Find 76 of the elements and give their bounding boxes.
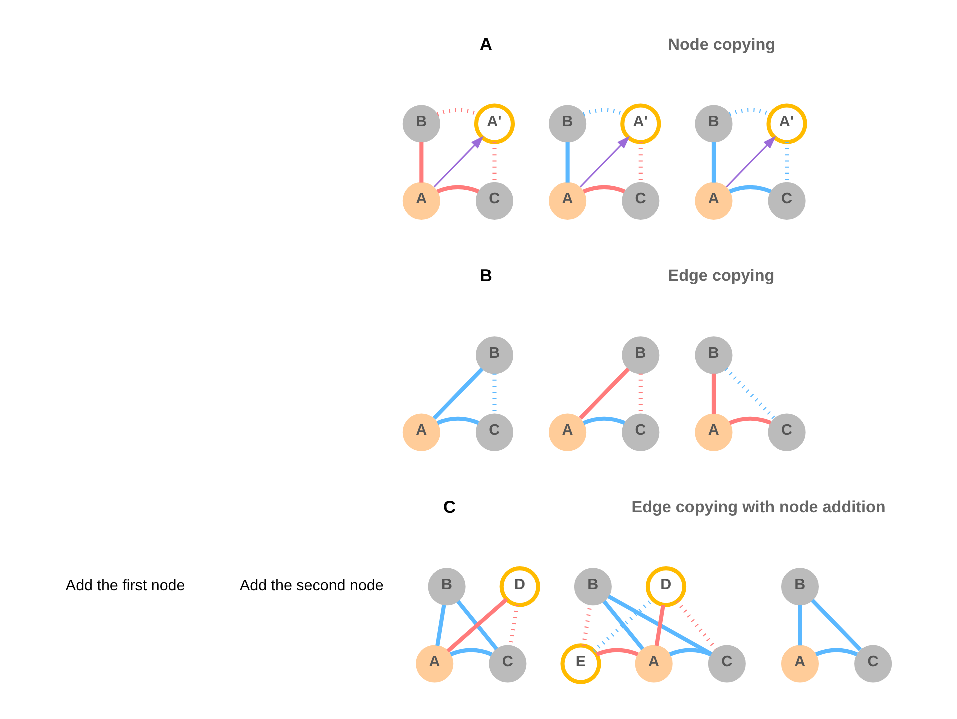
node-circle: C <box>622 414 660 452</box>
node-circle: B <box>622 336 660 374</box>
connector <box>724 368 776 420</box>
node-circle: C <box>622 182 660 220</box>
node-circle: B <box>695 336 733 374</box>
node-circle: B <box>695 105 733 143</box>
connector <box>432 368 484 420</box>
node-circle: C <box>854 645 892 683</box>
connector <box>456 600 498 651</box>
node-circle: C <box>489 645 527 683</box>
arrow <box>434 136 484 188</box>
node-circle: A <box>695 414 733 452</box>
node-circle: A' <box>474 104 516 144</box>
node-circle: A <box>695 182 733 220</box>
node-circle: A <box>549 182 587 220</box>
connector <box>436 416 480 426</box>
node-circle: C <box>768 414 806 452</box>
connector <box>815 648 858 656</box>
connector <box>638 374 643 414</box>
node-circle: D <box>646 566 687 608</box>
node-circle: A <box>781 645 820 683</box>
connector <box>602 600 645 651</box>
node-circle: A <box>635 645 673 683</box>
connector <box>436 604 446 646</box>
connector <box>608 594 713 656</box>
node-circle: C <box>476 182 514 220</box>
node-circle: A <box>402 414 440 452</box>
connector <box>669 648 712 656</box>
label: Add the second node <box>240 577 384 594</box>
connector <box>492 374 497 414</box>
arrow <box>726 136 776 188</box>
connector <box>446 598 508 653</box>
node-circle: B <box>428 568 466 606</box>
arrow <box>580 136 630 188</box>
node-circle: C <box>476 414 514 452</box>
connector <box>566 142 570 183</box>
node-circle: B <box>574 568 612 606</box>
connector <box>492 142 497 183</box>
connector <box>583 416 626 426</box>
node-circle: C <box>708 645 746 683</box>
connector <box>579 368 630 420</box>
label: C <box>443 496 456 517</box>
connector <box>729 416 772 426</box>
label: A <box>480 34 492 54</box>
connector <box>712 142 716 183</box>
connector <box>785 142 790 183</box>
connector <box>583 185 626 194</box>
connector <box>596 648 639 656</box>
label: B <box>480 265 492 286</box>
node-circle: B <box>476 336 514 374</box>
connector <box>811 599 862 652</box>
connector <box>638 142 643 183</box>
label: Add the first node <box>66 577 186 594</box>
node-circle: E <box>560 644 602 684</box>
connector <box>420 142 424 183</box>
connector <box>712 374 716 414</box>
node-circle: A <box>549 414 587 452</box>
node-circle: A' <box>620 104 662 144</box>
connector <box>592 598 654 653</box>
connector <box>436 185 480 194</box>
label: Edge copying <box>668 267 775 286</box>
connector <box>450 648 493 656</box>
label: Node copying <box>668 36 776 54</box>
node-circle: B <box>549 105 587 143</box>
node-circle: A <box>402 182 440 220</box>
connector <box>798 605 802 646</box>
connector <box>729 185 772 194</box>
node-circle: A <box>416 645 454 683</box>
node-circle: B <box>781 568 820 606</box>
node-circle: C <box>768 182 806 220</box>
label: Edge copying with node addition <box>632 498 886 517</box>
node-circle: D <box>500 566 540 608</box>
connector <box>676 600 718 651</box>
node-circle: B <box>402 105 440 143</box>
connector <box>654 604 666 646</box>
node-circle: A' <box>766 104 808 144</box>
